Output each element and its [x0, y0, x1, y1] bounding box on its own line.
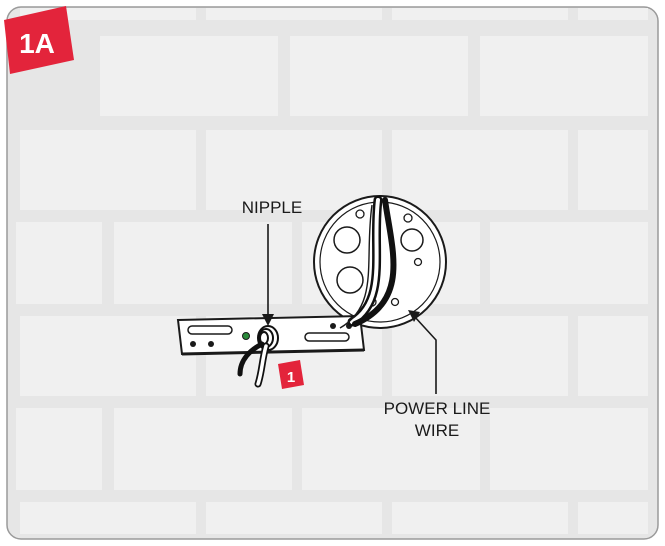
- screw-hole: [403, 213, 413, 223]
- knockout-hole: [400, 228, 424, 252]
- fixture-wires: [237, 341, 270, 388]
- arrow-head: [262, 314, 274, 326]
- power-line-wire-label-line1: POWER LINE: [384, 399, 491, 418]
- step-badge-shape: [4, 6, 74, 74]
- step-badge: 1A: [4, 6, 74, 74]
- part-marker: 1: [278, 360, 304, 389]
- power-line-wire-label-line2: WIRE: [415, 421, 459, 440]
- nipple-label: NIPPLE: [242, 198, 302, 217]
- bracket-screw: [190, 341, 196, 347]
- power-line-wire-callout: POWER LINE WIRE: [384, 310, 491, 440]
- knockout-hole: [336, 266, 364, 294]
- screw-hole: [413, 257, 423, 267]
- bracket-slot: [187, 325, 233, 335]
- arrow-head: [408, 310, 420, 322]
- ground-screw: [242, 332, 250, 340]
- bracket-slot: [304, 332, 350, 342]
- bracket-screw: [208, 341, 214, 347]
- screw-hole: [355, 209, 365, 219]
- part-marker-shape: [278, 360, 304, 389]
- part-marker-label: 1: [287, 369, 295, 386]
- knockout-hole: [333, 226, 361, 254]
- power-line-wire: [339, 195, 397, 329]
- nipple-callout: NIPPLE: [242, 198, 302, 326]
- step-badge-label: 1A: [19, 28, 55, 59]
- screw-hole: [390, 297, 400, 307]
- bracket-screw: [330, 323, 336, 329]
